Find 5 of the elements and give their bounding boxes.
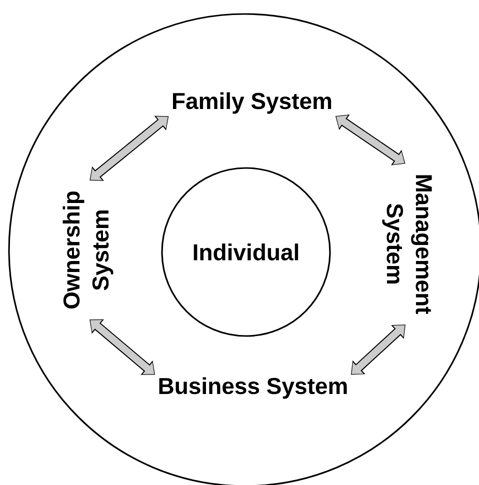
- label-text: Management System: [382, 175, 432, 314]
- label-text: Business System: [159, 377, 347, 399]
- label-text: Family System: [173, 92, 332, 114]
- double-arrow: [90, 319, 155, 375]
- label-text: Ownership System: [62, 192, 114, 308]
